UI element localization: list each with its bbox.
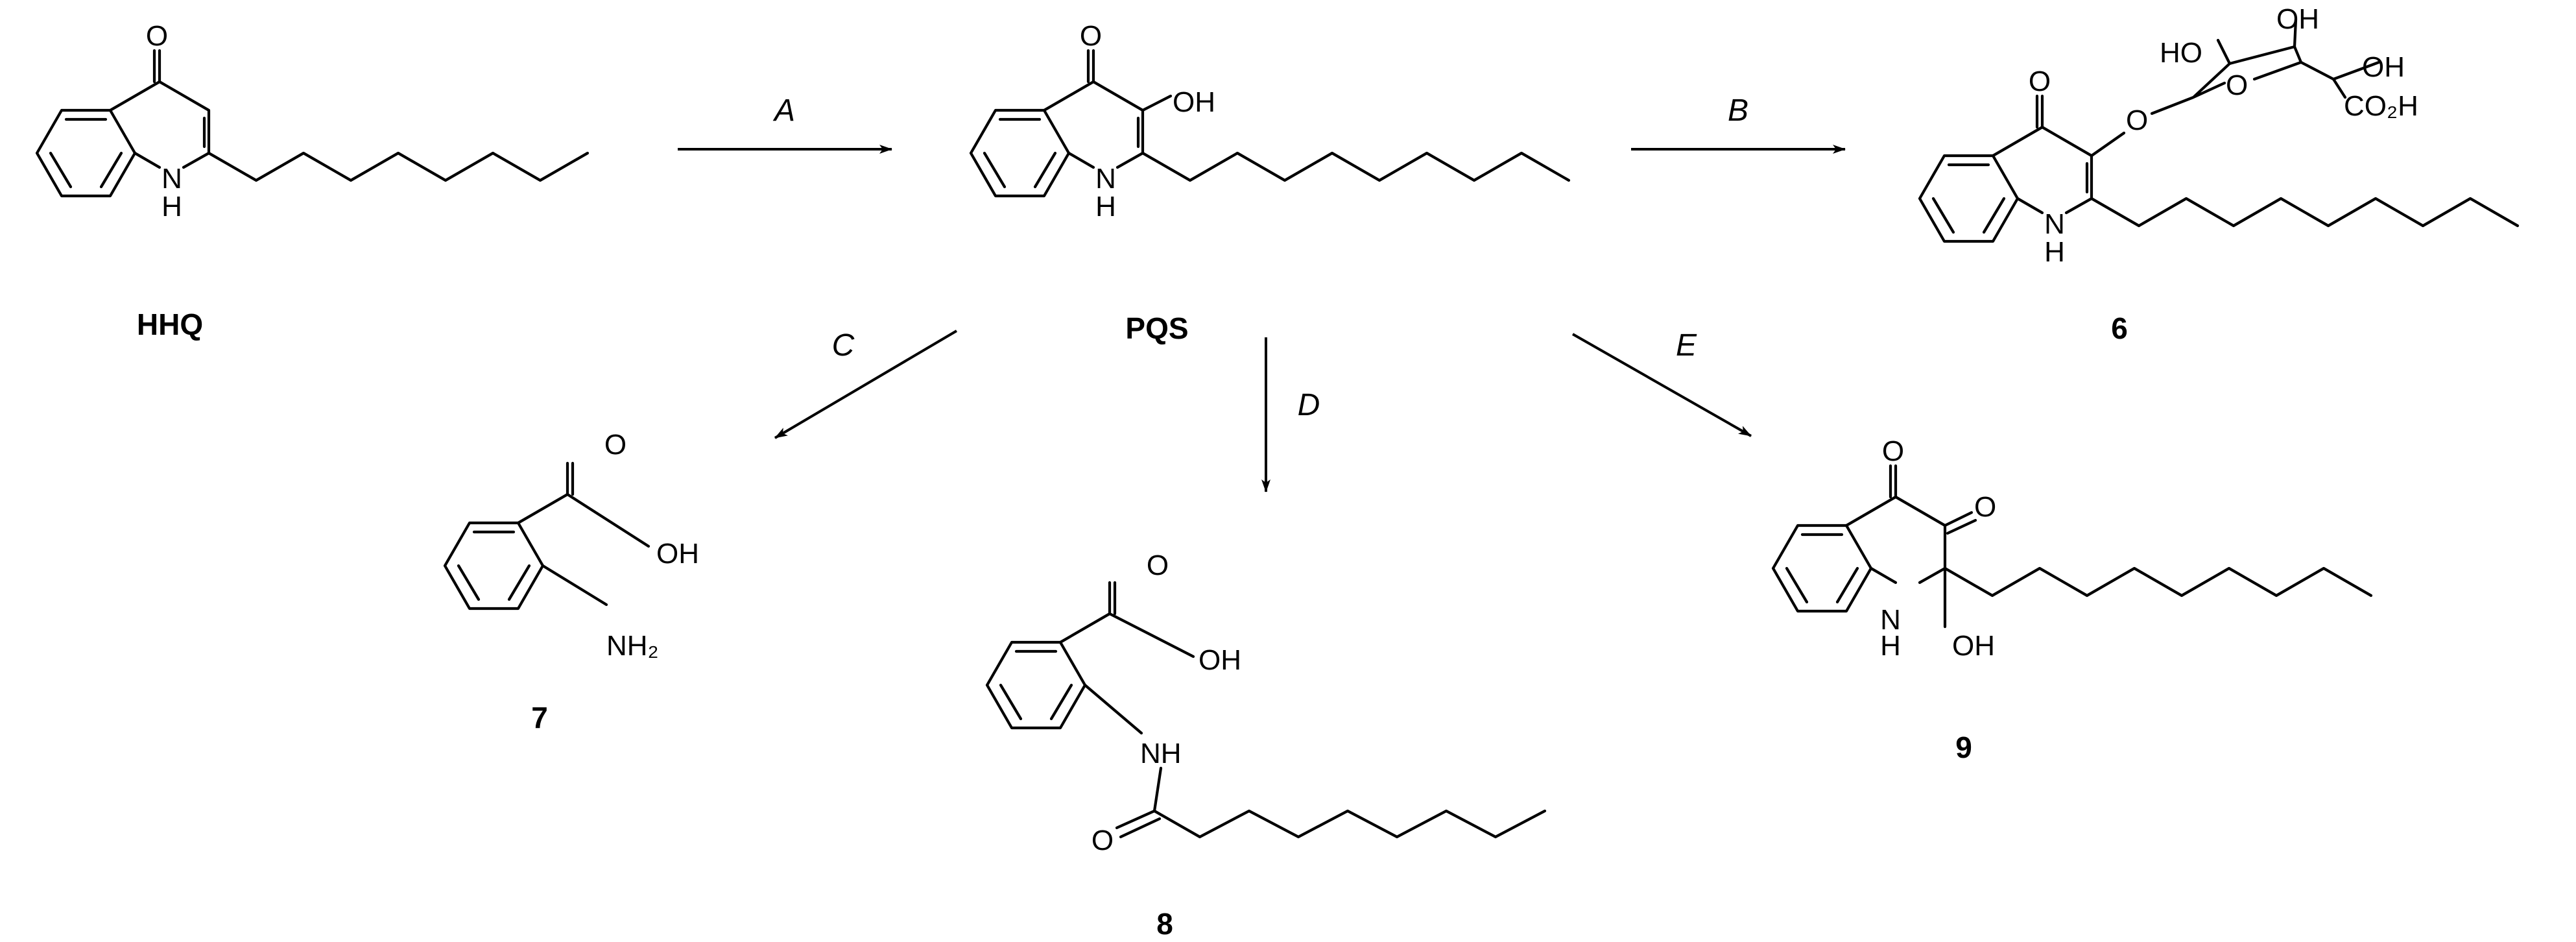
pqs-hydroxyl: OH [1173, 86, 1215, 118]
compound-label-8: 8 [1156, 907, 1173, 941]
c6-carbonyl-o: O [2029, 66, 2051, 97]
compound-label-7: 7 [531, 701, 548, 734]
reaction-arrow-e: E [1572, 328, 1752, 437]
compound-pqs: O OH N H PQS [969, 20, 1571, 345]
c8-hydroxyl: OH [1199, 644, 1241, 676]
c6-oh-1: OH [2276, 3, 2319, 35]
c9-carbonyl-o-2: O [1974, 491, 1996, 523]
c9-bonds [1771, 464, 2373, 629]
hhq-ring-n: N [161, 163, 182, 195]
c9-ring-n: N [1880, 604, 1901, 636]
hhq-ring-h: H [161, 191, 182, 223]
step-label-a: A [772, 93, 795, 128]
c8-amide-o: O [1091, 825, 1114, 856]
arrow-c-line [774, 330, 958, 439]
compound-label-hhq: HHQ [137, 308, 203, 341]
reaction-arrow-b: B [1631, 93, 1846, 154]
c6-ring-n: N [2044, 208, 2065, 240]
c6-link-o: O [2126, 104, 2148, 136]
c9-hydroxyl: OH [1952, 630, 1995, 662]
c8-bonds [985, 581, 1547, 839]
c6-ho: HO [2160, 37, 2202, 69]
compound-7: O OH NH₂ 7 [443, 429, 699, 734]
step-label-e: E [1676, 328, 1697, 363]
pqs-carbonyl-o: O [1080, 20, 1102, 52]
reaction-arrow-c: C [774, 328, 958, 439]
compound-label-pqs: PQS [1125, 311, 1188, 345]
c6-bonds [1918, 18, 2520, 243]
arrow-e-line [1572, 333, 1752, 437]
step-label-b: B [1728, 93, 1748, 128]
compound-8: O OH NH O 8 [985, 550, 1547, 941]
pqs-ring-n: N [1095, 163, 1116, 195]
c8-amide-nh: NH [1140, 738, 1182, 769]
pqs-ring-h: H [1095, 191, 1116, 223]
c7-hydroxyl: OH [656, 538, 699, 570]
c6-ring-h: H [2044, 236, 2065, 268]
compound-9: O O N H OH 9 [1771, 435, 2373, 764]
c9-carbonyl-o-1: O [1882, 435, 1904, 467]
c7-bonds [443, 461, 650, 610]
compound-label-6: 6 [2111, 311, 2128, 345]
c9-ring-h: H [1880, 630, 1901, 662]
c7-carbonyl-o: O [604, 429, 626, 461]
hhq-carbonyl-o: O [146, 20, 168, 52]
step-label-c: C [832, 328, 855, 363]
c6-oh-2: OH [2362, 51, 2405, 83]
reaction-arrow-a: A [678, 93, 892, 154]
c6-ring-o: O [2226, 69, 2248, 101]
step-label-d: D [1298, 388, 1320, 422]
hhq-bonds [35, 49, 590, 198]
c6-carboxylic-acid: CO₂H [2344, 90, 2418, 122]
compound-hhq: O N H HHQ [35, 20, 590, 341]
compound-6: O O O HO OH OH CO₂H N H 6 [1918, 3, 2520, 345]
pqs-bonds [969, 49, 1571, 198]
compound-label-9: 9 [1955, 731, 1972, 764]
reaction-arrow-d: D [1261, 337, 1320, 492]
c7-amine: NH₂ [606, 630, 659, 662]
c8-carbonyl-o: O [1147, 550, 1169, 581]
